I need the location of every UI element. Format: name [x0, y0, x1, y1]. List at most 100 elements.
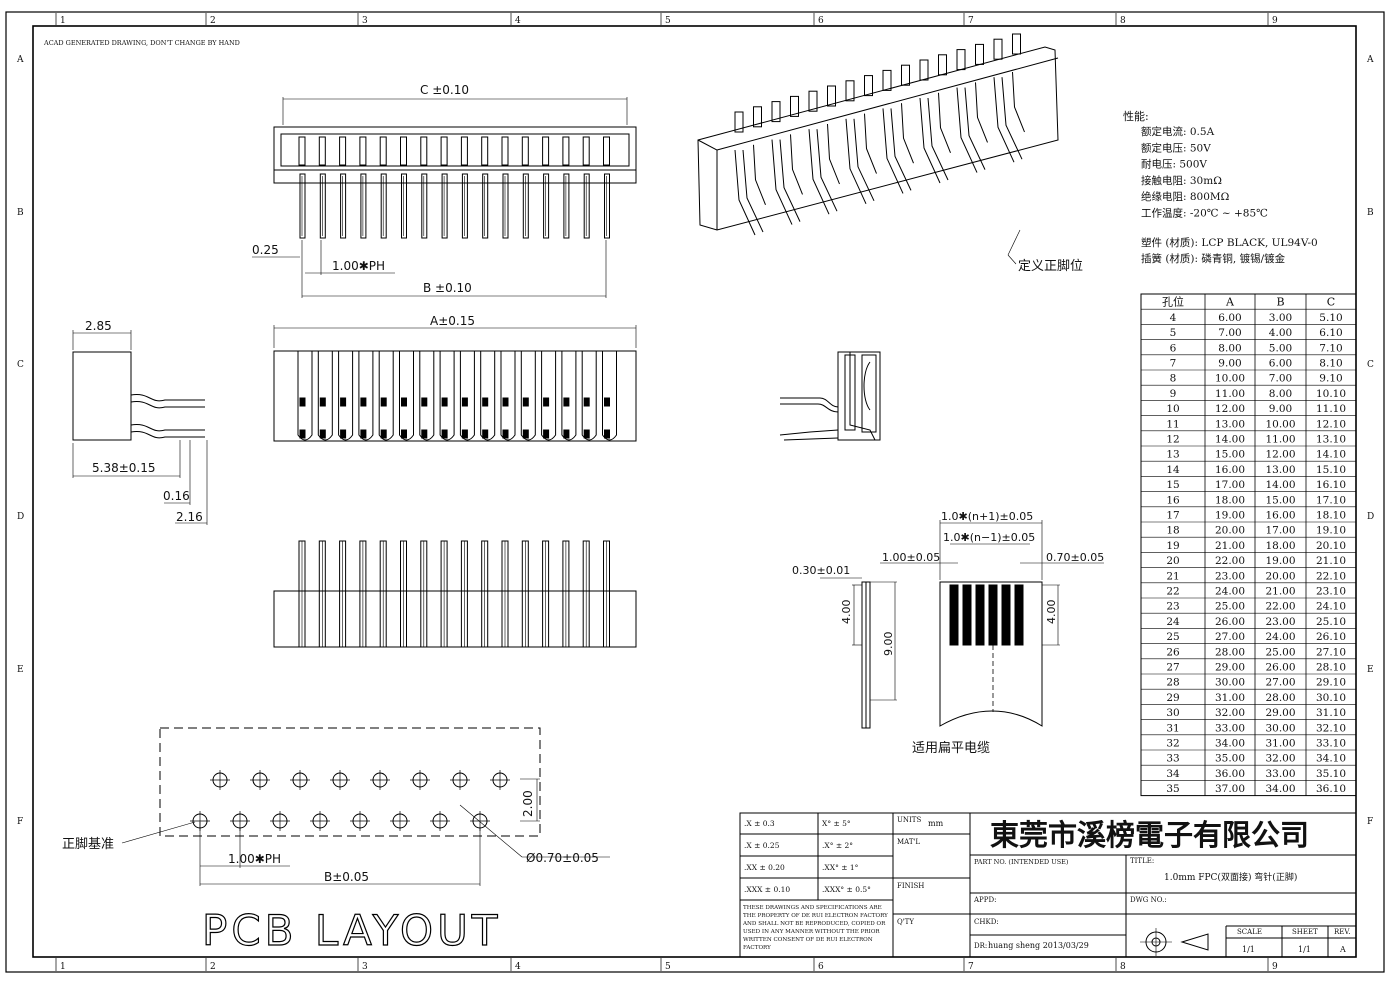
table-cell: 30.10: [1316, 692, 1346, 704]
table-cell: 35: [1166, 783, 1179, 795]
tolerance-linear: .X ± 0.25: [744, 841, 780, 850]
front-pin-contact: [401, 429, 407, 439]
table-cell: 16.10: [1316, 479, 1346, 491]
iso-pin-top: [919, 59, 929, 81]
grid-row-left: E: [17, 665, 24, 675]
table-cell: 7.00: [1218, 327, 1241, 339]
label-pin-base: 正脚基准: [62, 836, 114, 852]
table-cell: 19.00: [1265, 555, 1295, 567]
front-pin-contact: [482, 397, 489, 407]
iso-pin-lead: [845, 118, 867, 205]
table-cell: 8.10: [1319, 358, 1342, 370]
front-pin-contact: [461, 397, 468, 407]
section-view: [779, 351, 881, 441]
front-pin-contact: [340, 429, 347, 439]
table-cell: 21: [1166, 570, 1179, 582]
table-cell: 28.10: [1316, 662, 1346, 674]
table-cell: 18.00: [1215, 494, 1245, 506]
front-pin-contact: [380, 429, 387, 439]
table-cell: 21.00: [1265, 586, 1295, 598]
cable-conductor: [949, 584, 959, 646]
table-cell: 27: [1166, 662, 1179, 674]
table-cell: 33.00: [1265, 768, 1295, 780]
table-cell: 33.00: [1215, 722, 1245, 734]
front-pin-contact: [563, 397, 570, 407]
table-cell: 9.00: [1269, 403, 1292, 415]
front-pin-contact: [502, 397, 509, 407]
iso-pin-lead: [964, 87, 986, 170]
table-cell: 18.10: [1316, 510, 1346, 522]
table-header: B: [1276, 296, 1284, 309]
grid-col-bottom: 1: [60, 962, 66, 972]
table-cell: 14.00: [1265, 479, 1295, 491]
grid-row-right: A: [1366, 55, 1374, 65]
table-cell: 29.00: [1215, 662, 1245, 674]
top-pin-lead: [340, 173, 347, 239]
pcb-hole: [390, 811, 410, 831]
table-cell: 15.10: [1316, 464, 1346, 476]
table-cell: 24.10: [1316, 601, 1346, 613]
pcb-hole: [310, 811, 330, 831]
dim-538: 5.38±0.15: [92, 461, 156, 475]
table-cell: 35.10: [1316, 768, 1346, 780]
top-pin-slot: [440, 136, 448, 166]
iso-pin-lead: [734, 149, 756, 236]
top-pin-slot: [603, 136, 610, 166]
notice-text: THESE DRAWINGS AND SPECIFICATIONS ARETHE…: [742, 905, 888, 951]
spec-line: 绝缘电阻: 800MΩ: [1141, 190, 1230, 203]
table-cell: 12.00: [1265, 449, 1295, 461]
front-pin-contact: [380, 397, 387, 407]
dim-pitch-top: 1.00✱PH: [332, 259, 385, 273]
table-cell: 13: [1166, 449, 1179, 461]
chkd-label: CHKD:: [974, 918, 999, 926]
front-pin: [480, 351, 496, 441]
table-cell: 34.00: [1215, 738, 1245, 750]
iso-pin-lead: [927, 97, 949, 181]
top-pin-slot: [542, 136, 550, 166]
table-cell: 33.10: [1316, 738, 1346, 750]
label-cable: 适用扁平电缆: [912, 740, 990, 756]
grid-col-top: 3: [362, 16, 368, 26]
table-cell: 24.00: [1215, 586, 1245, 598]
sheet-label: SHEET: [1292, 928, 1318, 936]
top-view: [252, 97, 637, 298]
front-pin-contact: [360, 429, 367, 439]
table-cell: 12.10: [1316, 418, 1346, 430]
table-cell: 13.00: [1265, 464, 1295, 476]
table-cell: 23: [1166, 601, 1179, 613]
top-pin-lead: [319, 173, 326, 239]
front-pin-contact: [299, 429, 306, 439]
table-cell: 5.10: [1319, 312, 1342, 324]
table-cell: 33: [1166, 753, 1179, 765]
table-cell: 32.00: [1215, 707, 1245, 719]
table-cell: 19: [1166, 540, 1179, 552]
table-cell: 11.00: [1215, 388, 1245, 400]
tolerance-linear: .XXX ± 0.10: [744, 885, 790, 894]
tolerance-linear: .XX ± 0.20: [744, 863, 785, 872]
table-cell: 3.00: [1269, 312, 1292, 324]
grid-row-right: B: [1367, 208, 1374, 218]
grid-col-top: 2: [210, 16, 216, 26]
table-cell: 11.10: [1316, 403, 1346, 415]
iso-pin-top: [845, 80, 855, 102]
iso-pin-top: [1012, 33, 1021, 55]
table-cell: 19.00: [1215, 510, 1245, 522]
front-pin: [419, 351, 435, 441]
pcb-hole: [350, 811, 370, 831]
pcb-hole: [370, 770, 390, 790]
table-cell: 20: [1166, 555, 1179, 567]
matl-label: MAT'L: [897, 838, 920, 846]
front-pin-contact: [604, 397, 610, 407]
table-cell: 23.00: [1215, 570, 1245, 582]
front-view: [273, 325, 637, 442]
table-cell: 26.00: [1215, 616, 1245, 628]
top-pin-lead: [563, 173, 570, 239]
table-cell: 15: [1166, 479, 1179, 491]
front-pin-contact: [563, 429, 570, 439]
table-cell: 35.00: [1215, 753, 1245, 765]
dim-b: B ±0.10: [423, 281, 472, 295]
table-cell: 34.10: [1316, 753, 1346, 765]
tolerance-linear: .X ± 0.3: [744, 819, 775, 828]
